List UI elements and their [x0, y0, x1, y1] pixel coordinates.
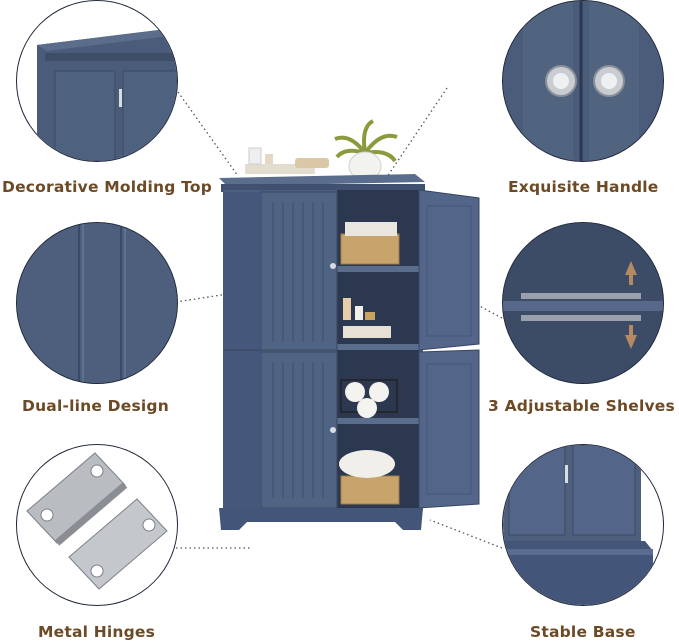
handle-label: Exquisite Handle — [508, 178, 659, 196]
base-label: Stable Base — [530, 623, 636, 641]
molding-top-detail — [16, 0, 178, 162]
hinges-label: Metal Hinges — [38, 623, 156, 641]
dual-line-detail — [16, 222, 178, 384]
base-detail — [502, 444, 664, 606]
plant-decoration — [334, 119, 398, 181]
storage-cabinet-image — [219, 119, 480, 530]
shelves-detail — [502, 222, 664, 384]
handle-detail — [502, 0, 664, 162]
hinges-detail — [16, 444, 178, 606]
molding-top-label: Decorative Molding Top — [2, 178, 213, 196]
shelves-label: 3 Adjustable Shelves — [488, 397, 675, 415]
dual-line-label: Dual-line Design — [22, 397, 169, 415]
